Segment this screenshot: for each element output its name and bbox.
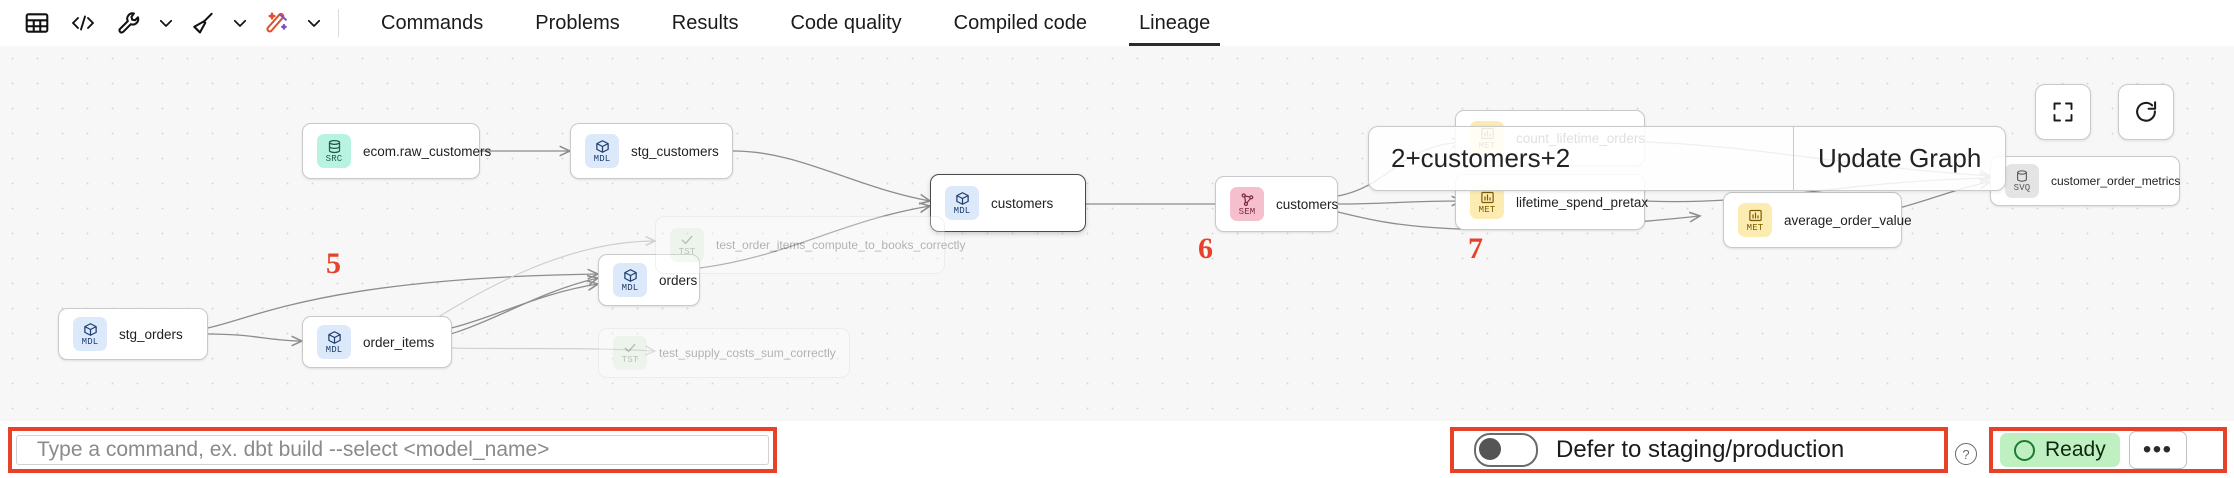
- command-input-highlight: Type a command, ex. dbt build --select <…: [8, 427, 777, 473]
- node-label: test_order_items_compute_to_books_correc…: [716, 238, 966, 252]
- check-icon: TST: [670, 228, 704, 262]
- node-type: MDL: [621, 282, 639, 293]
- tab-lineage[interactable]: Lineage: [1113, 0, 1236, 46]
- cube-icon: MDL: [317, 325, 351, 359]
- annotation-7: 7: [1468, 232, 1483, 265]
- cube-icon: MDL: [585, 134, 619, 168]
- more-options-button[interactable]: •••: [2128, 431, 2187, 469]
- table-icon[interactable]: [14, 3, 60, 43]
- cube-icon: MDL: [73, 317, 107, 351]
- lineage-node[interactable]: TST test_order_items_compute_to_books_co…: [655, 216, 965, 274]
- tab-label: Commands: [381, 11, 484, 34]
- database-icon: SRC: [317, 134, 351, 168]
- node-label: customer_order_metrics: [2051, 174, 2181, 188]
- graph-selector-input[interactable]: 2+customers+2: [1391, 143, 1571, 173]
- graph-bar-divider: [1793, 127, 1794, 190]
- tab-commands[interactable]: Commands: [355, 0, 509, 46]
- lineage-node[interactable]: MDL orders: [598, 254, 700, 306]
- defer-toggle[interactable]: [1474, 433, 1538, 467]
- lineage-node[interactable]: MET average_order_value: [1723, 192, 1912, 248]
- query-icon: SVQ: [2005, 164, 2039, 198]
- lineage-node-selected[interactable]: MDL customers: [930, 174, 1086, 232]
- defer-label: Defer to staging/production: [1556, 436, 1845, 463]
- node-type: SRC: [325, 153, 343, 164]
- node-type: MDL: [81, 336, 99, 347]
- cube-icon: MDL: [613, 263, 647, 297]
- node-type: SVQ: [2013, 183, 2031, 193]
- wrench-icon[interactable]: [106, 3, 152, 43]
- node-type: MET: [1746, 222, 1764, 233]
- cube-icon: MDL: [945, 186, 979, 220]
- tab-label: Compiled code: [953, 11, 1088, 34]
- tab-code-quality[interactable]: Code quality: [764, 0, 927, 46]
- toolbar-divider: [338, 9, 339, 37]
- tab-label: Problems: [535, 11, 620, 34]
- node-type: MDL: [325, 344, 343, 355]
- node-label: customers: [1276, 196, 1339, 212]
- code-icon[interactable]: [60, 3, 106, 43]
- lineage-node[interactable]: MDL stg_orders: [58, 308, 208, 360]
- tab-problems[interactable]: Problems: [509, 0, 645, 46]
- check-icon: TST: [613, 336, 647, 370]
- tab-bar: Commands Problems Results Code quality C…: [355, 0, 1236, 46]
- help-icon[interactable]: ?: [1955, 443, 1977, 465]
- node-label: test_supply_costs_sum_correctly: [659, 346, 836, 360]
- lineage-node[interactable]: SVQ customer_order_metrics: [1990, 156, 2180, 206]
- annotation-5: 5: [326, 247, 341, 280]
- annotation-6: 6: [1198, 232, 1213, 265]
- node-label: ecom.raw_customers: [363, 143, 492, 159]
- lineage-node[interactable]: TST test_supply_costs_sum_correctly: [598, 328, 850, 378]
- fullscreen-button[interactable]: [2035, 84, 2091, 140]
- tab-compiled-code[interactable]: Compiled code: [928, 0, 1113, 46]
- toolbar-icon-group: [0, 3, 355, 43]
- node-label: average_order_value: [1784, 212, 1912, 228]
- node-label: order_items: [363, 334, 435, 350]
- node-type: TST: [678, 247, 696, 257]
- lineage-node[interactable]: MDL order_items: [302, 316, 452, 368]
- bar-chart-icon: MET: [1738, 203, 1772, 237]
- command-input[interactable]: Type a command, ex. dbt build --select <…: [16, 435, 769, 465]
- node-type: SEM: [1238, 206, 1256, 217]
- tab-label: Results: [671, 11, 739, 34]
- toggle-knob: [1479, 438, 1501, 460]
- tab-results[interactable]: Results: [646, 0, 765, 46]
- bottom-bar: Type a command, ex. dbt build --select <…: [0, 421, 2234, 478]
- tab-label: Code quality: [790, 11, 902, 34]
- node-label: stg_customers: [631, 143, 719, 159]
- refresh-button[interactable]: [2118, 84, 2174, 140]
- node-type: MET: [1478, 204, 1496, 215]
- node-label: customers: [991, 195, 1054, 211]
- node-label: stg_orders: [119, 326, 183, 342]
- semantic-icon: SEM: [1230, 187, 1264, 221]
- broom-icon[interactable]: [180, 3, 226, 43]
- magic-wand-icon[interactable]: [254, 3, 300, 43]
- chevron-down-icon-format[interactable]: [226, 3, 254, 43]
- graph-selector-bar: 2+customers+2 Update Graph: [1368, 126, 2007, 191]
- status-badge[interactable]: Ready: [2000, 433, 2120, 467]
- update-graph-button[interactable]: Update Graph: [1818, 143, 1982, 173]
- node-type: MDL: [953, 205, 971, 216]
- node-type: TST: [621, 355, 639, 365]
- lineage-canvas[interactable]: SRC ecom.raw_customers MDL stg_customers…: [0, 46, 2234, 421]
- lineage-node[interactable]: SRC ecom.raw_customers: [302, 123, 491, 179]
- node-type: MDL: [593, 153, 611, 164]
- defer-control-highlight: Defer to staging/production: [1450, 427, 1948, 473]
- tools-menu[interactable]: [106, 3, 180, 43]
- node-label: orders: [659, 272, 698, 288]
- command-input-placeholder: Type a command, ex. dbt build --select <…: [37, 438, 550, 461]
- status-dot-icon: [2014, 439, 2035, 461]
- format-menu[interactable]: [180, 3, 254, 43]
- node-label: lifetime_spend_pretax: [1516, 194, 1649, 210]
- lineage-node[interactable]: MDL stg_customers: [570, 123, 733, 179]
- status-label: Ready: [2045, 438, 2106, 461]
- chevron-down-icon-ai[interactable]: [300, 3, 328, 43]
- status-highlight: Ready •••: [1989, 427, 2227, 473]
- tab-label: Lineage: [1139, 11, 1211, 34]
- lineage-node[interactable]: SEM customers: [1215, 176, 1338, 232]
- editor-toolbar: Commands Problems Results Code quality C…: [0, 0, 2234, 47]
- chevron-down-icon-tools[interactable]: [152, 3, 180, 43]
- ai-assist-menu[interactable]: [254, 3, 328, 43]
